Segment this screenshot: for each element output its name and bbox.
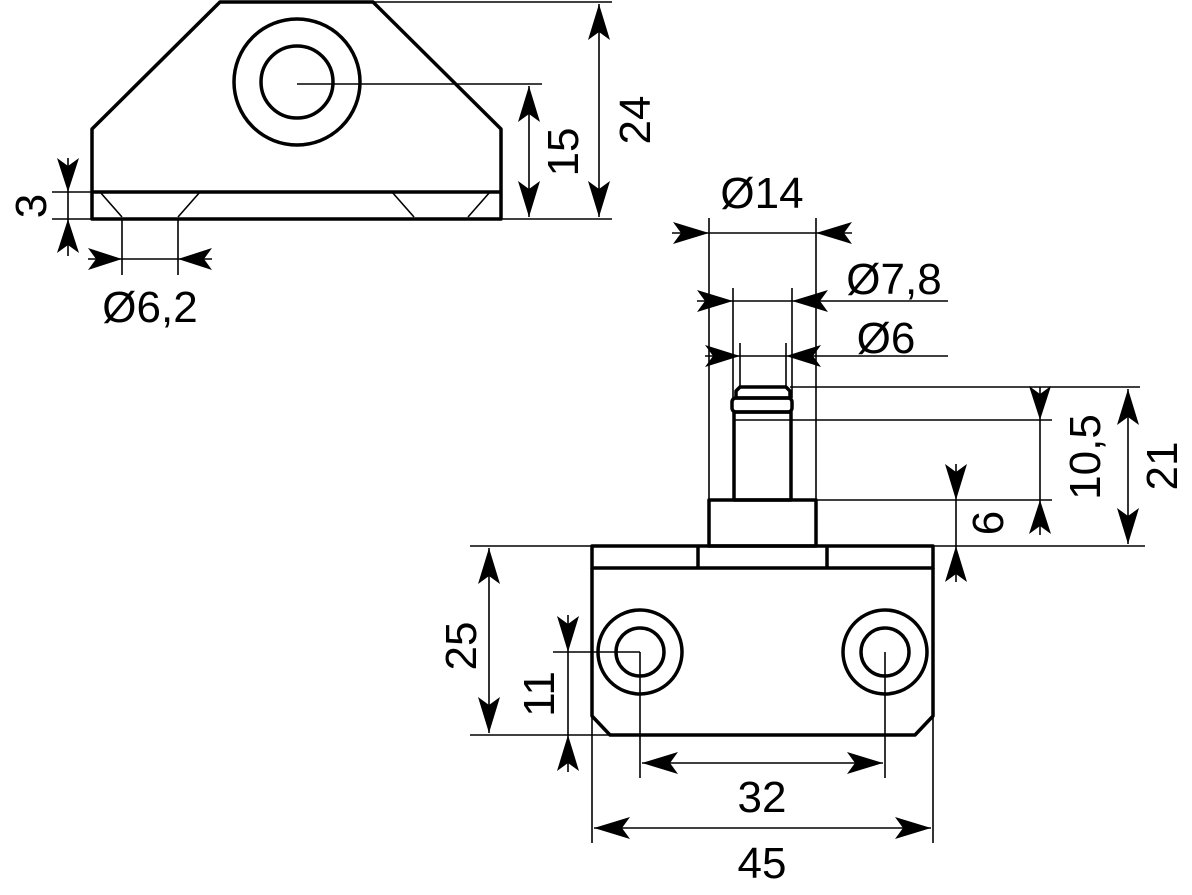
dim-7-8: Ø7,8 [697,255,948,398]
arrow-head [895,817,931,839]
dim-text-7-8: Ø7,8 [846,255,941,304]
dim-text-15: 15 [539,128,588,177]
dim-text-6-2: Ø6,2 [102,283,197,332]
arrow-head [816,222,852,244]
arrow-head [518,86,540,122]
arrow-head [705,345,740,367]
dim-32: 32 [639,652,886,822]
arrow-head [588,4,610,40]
arrow-head [847,752,883,774]
dim-6-pin: Ø6 [705,314,948,388]
side-view [90,0,542,221]
arrow-head [1117,508,1139,544]
dim-24: 24 [373,1,660,220]
dim-text-14: Ø14 [720,169,803,218]
arrow-head [792,290,828,312]
arrow-head [673,222,709,244]
dim-15: 15 [518,86,588,217]
chamfer-line [99,191,123,218]
dim-25: 25 [437,545,610,736]
body-outline [590,568,935,737]
dim-text-21: 21 [1138,442,1187,491]
dim-text-11: 11 [515,671,564,717]
dim-text-3: 3 [7,194,56,218]
dim-3: 3 [7,158,92,256]
arrow-head [178,248,212,270]
dim-21: 21 [933,389,1187,547]
dim-text-45: 45 [738,839,787,888]
dim-14: Ø14 [672,169,852,500]
arrow-head [557,616,579,652]
arrow-head [478,697,500,733]
dim-text-10-5: 10,5 [1061,414,1110,500]
dim-text-24: 24 [611,96,660,145]
arrow-head [945,546,967,582]
pin-head [730,396,794,414]
chamfer-line [177,191,201,218]
pin-collar [707,498,818,548]
body-top-strip [590,544,935,570]
dim-11: 11 [515,615,640,772]
dim-text-25: 25 [437,622,486,671]
arrow-head [697,290,733,312]
front-view [590,385,935,737]
dim-6-2: Ø6,2 [88,219,212,332]
arrow-head [642,752,678,774]
pin-shaft [732,410,793,502]
mounting-hole-outer [232,17,362,147]
arrow-head [1117,389,1139,425]
arrow-head [57,219,79,253]
side-view-outline [90,0,503,221]
dim-text-6-pin: Ø6 [857,314,916,363]
dim-6-collar: 6 [945,464,1013,582]
dim-45: 45 [591,716,934,888]
arrow-head [557,735,579,771]
arrow-head [478,548,500,584]
arrow-head [518,181,540,217]
mounting-hole-inner [259,44,335,120]
dim-10-5: 10,5 [790,386,1140,535]
arrow-head [588,181,610,217]
arrow-head [786,345,821,367]
arrow-head [594,817,630,839]
arrow-head [57,158,79,192]
chamfer-line [391,191,415,218]
dim-text-32: 32 [738,773,787,822]
chamfer-line [467,191,491,218]
arrow-head [88,248,122,270]
arrow-head [945,464,967,500]
arrow-head [1029,500,1051,534]
dim-text-6-collar: 6 [964,511,1013,535]
arrow-head [1029,386,1051,420]
